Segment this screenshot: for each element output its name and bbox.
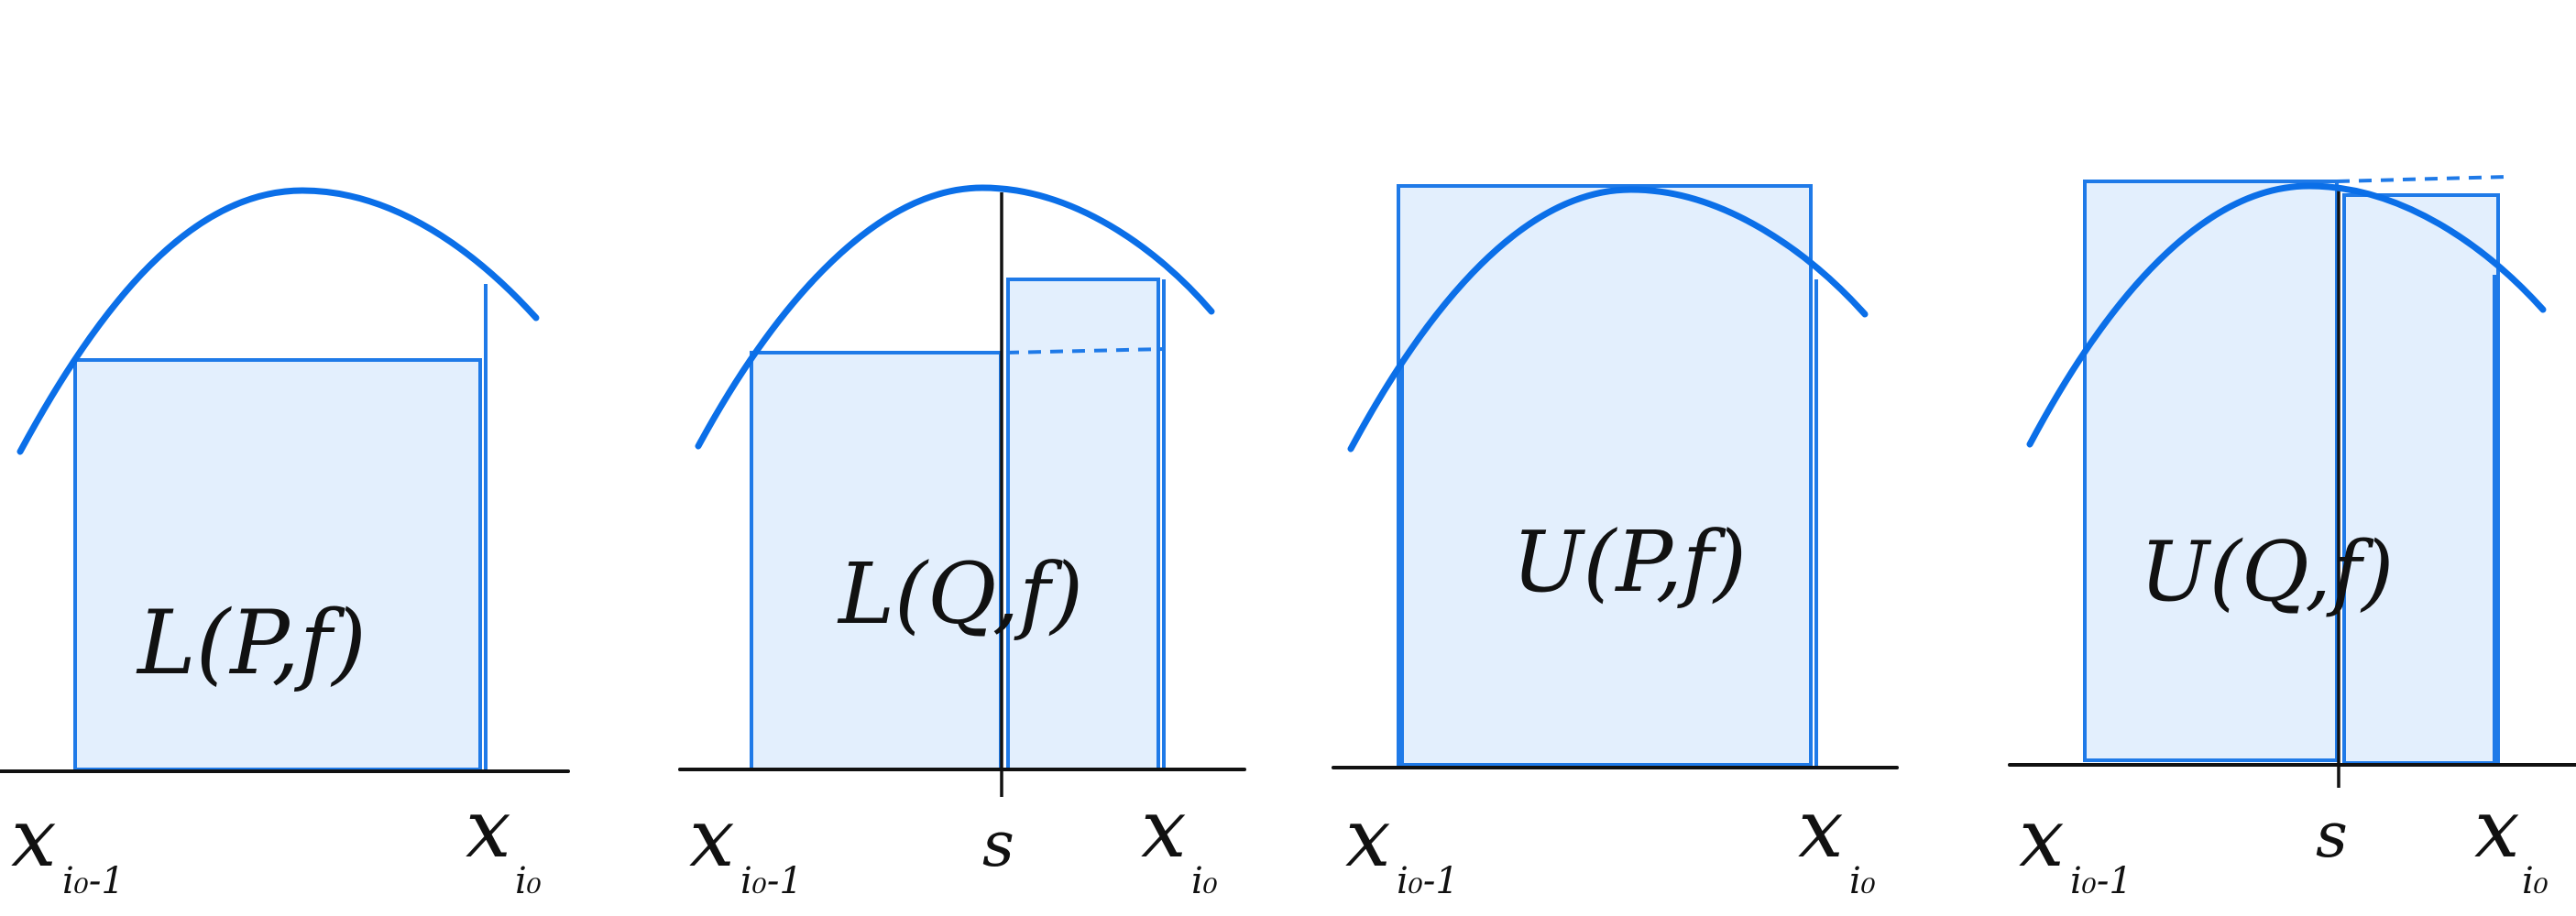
x-subscript: i₀-1: [2070, 860, 2132, 902]
left-sub-rectangle: [750, 351, 1003, 771]
x-subscript: i₀-1: [1397, 860, 1459, 902]
x-subscript: i₀: [1849, 860, 1876, 902]
right-sub-rectangle: [1006, 278, 1160, 771]
x-subscript: i₀: [1191, 860, 1218, 902]
x-symbol: x: [2474, 781, 2520, 876]
function-curve: [695, 184, 1215, 450]
left-sub-rectangle: [2083, 180, 2339, 762]
function-curve: [1347, 186, 1869, 453]
left-endpoint-label: x i₀-1: [1345, 791, 1459, 902]
sum-label: L(P,f): [136, 592, 367, 694]
x-symbol: x: [11, 791, 57, 885]
panel-upper-sum-P: U(P,f) x i₀-1 x i₀: [1332, 184, 1899, 902]
left-endpoint-label: x i₀-1: [11, 791, 125, 902]
x-symbol: x: [689, 791, 735, 885]
left-endpoint-label: x i₀-1: [689, 791, 803, 902]
x-subscript: i₀: [515, 860, 542, 902]
x-symbol: x: [2019, 791, 2065, 885]
sum-label: L(Q,f): [837, 545, 1083, 643]
right-sub-rectangle: [2342, 193, 2500, 765]
x-symbol: x: [466, 781, 511, 876]
panel-lower-sum-P: L(P,f) x i₀-1 x i₀: [0, 187, 570, 902]
right-endpoint-label: x i₀: [1141, 781, 1218, 902]
split-point-label: s: [982, 809, 1014, 881]
previous-height-dashed-line: [2336, 175, 2507, 183]
x-subscript: i₀-1: [740, 860, 803, 902]
right-endpoint-label: x i₀: [466, 781, 542, 902]
function-curve: [16, 187, 540, 455]
x-symbol: x: [1345, 791, 1391, 885]
x-subscript: i₀: [2522, 860, 2549, 902]
x-symbol: x: [1798, 781, 1844, 876]
function-curve: [2026, 182, 2547, 448]
panel-upper-sum-Q: U(Q,f) s x i₀-1 x i₀: [2008, 175, 2576, 902]
lower-rectangle: [73, 358, 482, 771]
panel-lower-sum-Q: L(Q,f) s x i₀-1 x i₀: [678, 184, 1246, 902]
previous-height-dashed-line: [1005, 347, 1165, 354]
sum-label: U(Q,f): [2140, 524, 2394, 620]
split-point-label: s: [2316, 800, 2348, 872]
x-subscript: i₀-1: [62, 860, 125, 902]
sum-label: U(P,f): [1512, 513, 1747, 611]
right-endpoint-label: x i₀: [2474, 781, 2549, 902]
left-endpoint-label: x i₀-1: [2019, 791, 2132, 902]
right-endpoint-label: x i₀: [1798, 781, 1876, 902]
x-symbol: x: [1141, 781, 1187, 876]
upper-rectangle: [1397, 184, 1813, 767]
